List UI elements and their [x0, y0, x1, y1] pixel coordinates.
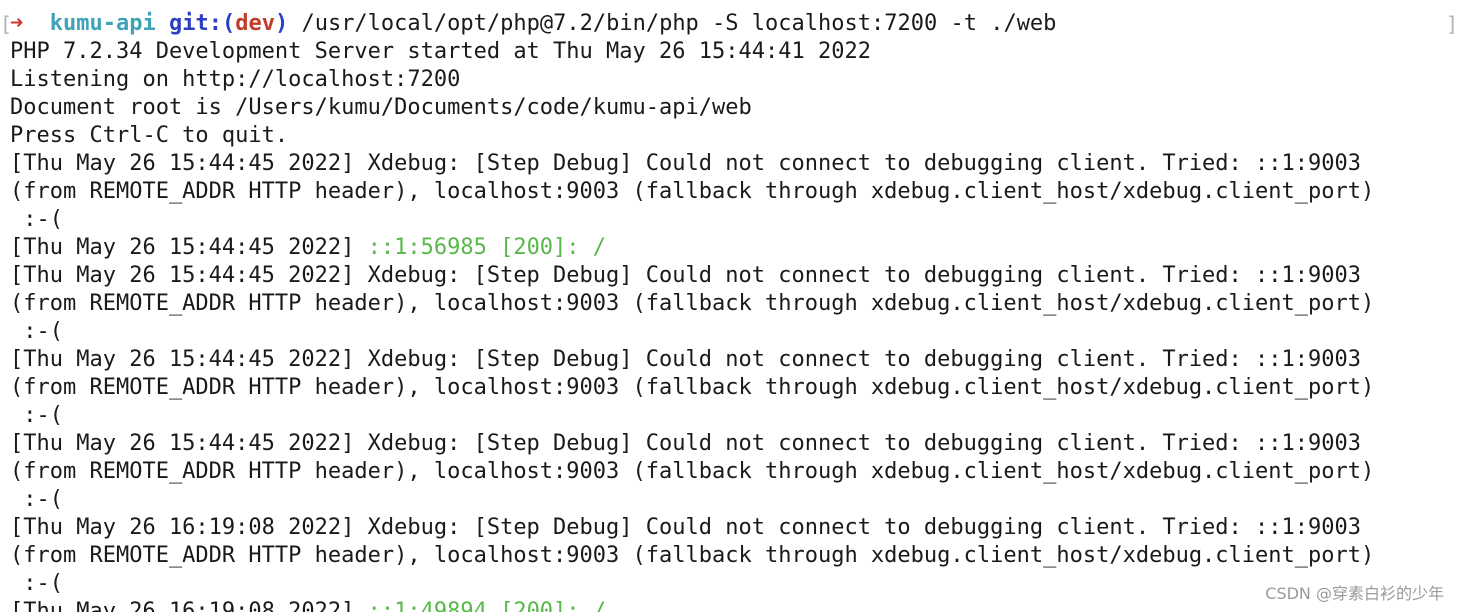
prompt-line: ➜ kumu-api git:(dev) /usr/local/opt/php@… [10, 10, 1460, 38]
branch-name: dev [235, 11, 275, 36]
output-text: (from REMOTE_ADDR HTTP header), localhos… [10, 459, 1375, 484]
output-line: [Thu May 26 16:19:08 2022] Xdebug: [Step… [10, 514, 1460, 542]
output-text: [Thu May 26 15:44:45 2022] [10, 235, 368, 260]
command-text: /usr/local/opt/php@7.2/bin/php -S localh… [301, 11, 1057, 36]
output-text: [Thu May 26 15:44:45 2022] Xdebug: [Step… [10, 151, 1362, 176]
output-text: :-( [10, 403, 63, 428]
repo-name: kumu-api [49, 11, 156, 36]
output-text: PHP 7.2.34 Development Server started at… [10, 39, 871, 64]
output-line: [Thu May 26 15:44:45 2022] Xdebug: [Step… [10, 150, 1460, 178]
left-bracket: [ [0, 12, 13, 36]
output-line: Press Ctrl-C to quit. [10, 122, 1460, 150]
output-text: Press Ctrl-C to quit. [10, 123, 289, 148]
output-line: (from REMOTE_ADDR HTTP header), localhos… [10, 178, 1460, 206]
output-text: (from REMOTE_ADDR HTTP header), localhos… [10, 179, 1375, 204]
output-line: :-( [10, 570, 1460, 598]
output-text: :-( [10, 571, 63, 596]
output-text: [Thu May 26 16:19:08 2022] Xdebug: [Step… [10, 515, 1362, 540]
git-label-close: ) [274, 11, 289, 36]
output-text: :-( [10, 319, 63, 344]
csdn-watermark: CSDN @穿素白衫的少年 [1265, 584, 1444, 603]
output-text: Listening on http://localhost:7200 [10, 67, 461, 92]
right-bracket: ] [1446, 12, 1459, 36]
output-line: PHP 7.2.34 Development Server started at… [10, 38, 1460, 66]
output-text: Document root is /Users/kumu/Documents/c… [10, 95, 752, 120]
prompt-arrow-icon: ➜ [10, 11, 24, 36]
request-status: ::1:56985 [200]: / [367, 235, 607, 260]
git-label: git:( [168, 11, 236, 36]
output-line: :-( [10, 206, 1460, 234]
output-line: [Thu May 26 15:44:45 2022] ::1:56985 [20… [10, 234, 1460, 262]
output-text: :-( [10, 487, 63, 512]
terminal-output: ➜ kumu-api git:(dev) /usr/local/opt/php@… [10, 10, 1460, 612]
output-text: (from REMOTE_ADDR HTTP header), localhos… [10, 291, 1375, 316]
output-text: (from REMOTE_ADDR HTTP header), localhos… [10, 543, 1375, 568]
output-line: (from REMOTE_ADDR HTTP header), localhos… [10, 542, 1460, 570]
output-text: [Thu May 26 16:19:08 2022] [10, 599, 368, 612]
output-line: :-( [10, 486, 1460, 514]
output-line: (from REMOTE_ADDR HTTP header), localhos… [10, 458, 1460, 486]
output-line: [Thu May 26 15:44:45 2022] Xdebug: [Step… [10, 262, 1460, 290]
output-line: Listening on http://localhost:7200 [10, 66, 1460, 94]
output-text: [Thu May 26 15:44:45 2022] Xdebug: [Step… [10, 347, 1362, 372]
output-line: [Thu May 26 15:44:45 2022] Xdebug: [Step… [10, 430, 1460, 458]
output-line: :-( [10, 318, 1460, 346]
output-text: [Thu May 26 15:44:45 2022] Xdebug: [Step… [10, 431, 1362, 456]
output-line: (from REMOTE_ADDR HTTP header), localhos… [10, 290, 1460, 318]
output-text: [Thu May 26 15:44:45 2022] Xdebug: [Step… [10, 263, 1362, 288]
request-status: ::1:49894 [200]: / [367, 599, 607, 612]
output-line: Document root is /Users/kumu/Documents/c… [10, 94, 1460, 122]
output-line: (from REMOTE_ADDR HTTP header), localhos… [10, 374, 1460, 402]
output-text: (from REMOTE_ADDR HTTP header), localhos… [10, 375, 1375, 400]
output-line: [Thu May 26 16:19:08 2022] ::1:49894 [20… [10, 598, 1460, 612]
output-text: :-( [10, 207, 63, 232]
output-line: [Thu May 26 15:44:45 2022] Xdebug: [Step… [10, 346, 1460, 374]
output-line: :-( [10, 402, 1460, 430]
